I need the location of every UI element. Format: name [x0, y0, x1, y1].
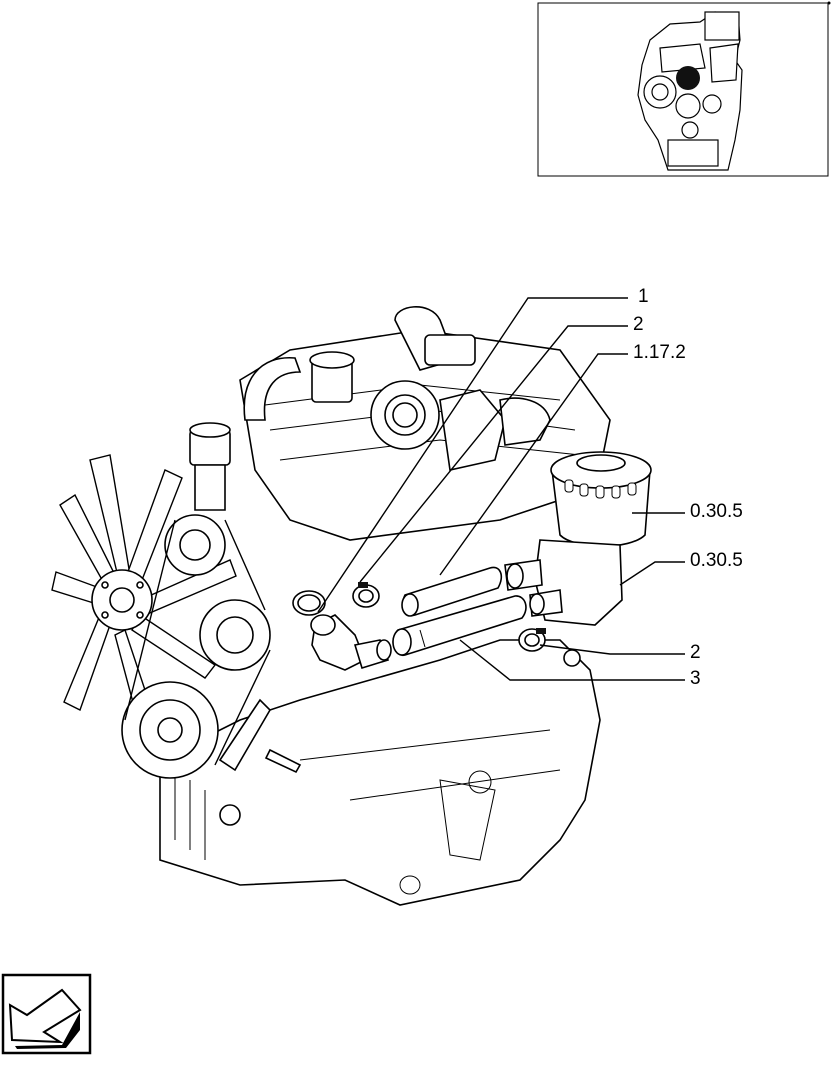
part-elbow-fitting	[310, 614, 392, 671]
callout-1-17-2: 1.17.2	[633, 342, 686, 363]
oil-filter	[504, 451, 652, 667]
callout-2-top: 2	[633, 314, 644, 335]
callout-0-30-5-lower: 0.30.5	[690, 550, 743, 571]
callout-1: 1	[638, 286, 649, 307]
part-o-ring	[292, 590, 326, 616]
engine-drawing	[51, 306, 652, 906]
pulley-assembly	[121, 514, 302, 826]
callout-2-lower: 2	[690, 642, 701, 663]
part-hose-3	[392, 595, 527, 656]
part-hose-clamp-upper	[352, 582, 380, 608]
filler-cap	[309, 351, 355, 403]
part-hose-1-17-2	[401, 566, 502, 617]
callout-labels: 1 2 1.17.2 0.30.5 0.30.5 2 3	[633, 286, 743, 689]
previous-page-arrow-icon[interactable]	[1, 973, 92, 1055]
turbocharger	[370, 306, 551, 471]
leader-lines	[317, 297, 685, 681]
engine-thumbnail-icon	[537, 1, 831, 177]
air-inlet	[189, 422, 231, 511]
callout-0-30-5-upper: 0.30.5	[690, 501, 743, 522]
part-hose-clamp-lower	[518, 628, 546, 652]
callout-3: 3	[690, 668, 701, 689]
